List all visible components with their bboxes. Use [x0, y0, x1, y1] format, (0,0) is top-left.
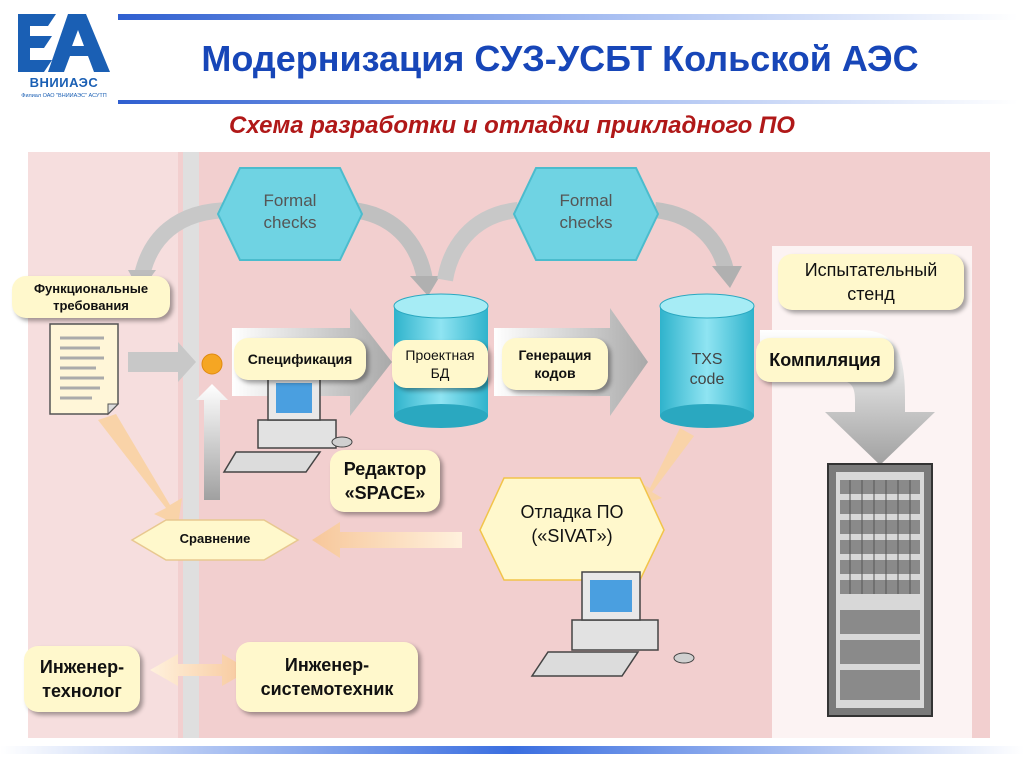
- company-logo: [8, 8, 120, 108]
- txs-code-label: TXS code: [689, 351, 725, 388]
- document-icon: [49, 323, 120, 416]
- project-db-box: Проектная БД: [392, 340, 488, 388]
- specification-box: Спецификация: [234, 338, 366, 380]
- page-title: Модернизация СУЗ-УСБТ Кольской АЭС: [201, 38, 919, 79]
- arrow-compare-to-spec: [196, 384, 228, 500]
- title-divider-top: [118, 14, 1018, 20]
- txs-code-cylinder-icon: [659, 293, 755, 428]
- arrow-txs-to-debug: [640, 428, 694, 506]
- footer-divider: [0, 746, 1024, 754]
- logo-mark-icon: [18, 14, 110, 72]
- control-cabinet-icon: [827, 463, 933, 717]
- formal-checks-hexagon-1: [216, 167, 364, 261]
- compilation-box: Компиляция: [756, 338, 894, 382]
- logo-subtext: Филиал ОАО "ВНИИАЭС" АСУТП: [21, 93, 107, 99]
- arrow-debug-to-compare: [312, 522, 462, 558]
- code-generation-box: Генерация кодов: [502, 338, 608, 390]
- debug-sivat-label: Отладка ПО («SIVAT»): [520, 502, 624, 546]
- start-point-icon: [201, 353, 223, 375]
- page-subtitle: Схема разработки и отладки прикладного П…: [229, 112, 795, 139]
- column-divider: [183, 152, 199, 738]
- title-divider-bottom: [118, 100, 1018, 104]
- formal-checks-label-1: Formal checks: [263, 191, 317, 232]
- formal-checks-label-2: Formal checks: [559, 191, 613, 232]
- curved-arrow-to-code: [653, 202, 734, 273]
- project-db-cylinder-icon: [393, 293, 489, 428]
- curved-arrow-left: [134, 202, 233, 278]
- test-stand-box: Испытательный стенд: [778, 254, 964, 310]
- arrow-req-to-compare: [98, 414, 182, 525]
- computer-icon-debug: [530, 571, 695, 677]
- engineer-systems-box: Инженер- системотехник: [236, 642, 418, 712]
- editor-space-box: Редактор «SPACE»: [330, 450, 440, 512]
- computer-icon-editor: [222, 375, 353, 473]
- functional-requirements-box: Функциональные требования: [12, 276, 170, 318]
- arrow-req-to-spec: [128, 342, 196, 382]
- arrow-engineers-link: [150, 654, 250, 686]
- curved-arrow-to-db: [350, 202, 433, 282]
- curved-arrow-back-db: [437, 202, 520, 282]
- logo-text: ВНИИАЭС: [29, 75, 99, 90]
- engineer-technologist-box: Инженер- технолог: [24, 646, 140, 712]
- comparison-label: Сравнение: [179, 531, 251, 546]
- comparison-shape: [130, 519, 300, 561]
- formal-checks-hexagon-2: [512, 167, 660, 261]
